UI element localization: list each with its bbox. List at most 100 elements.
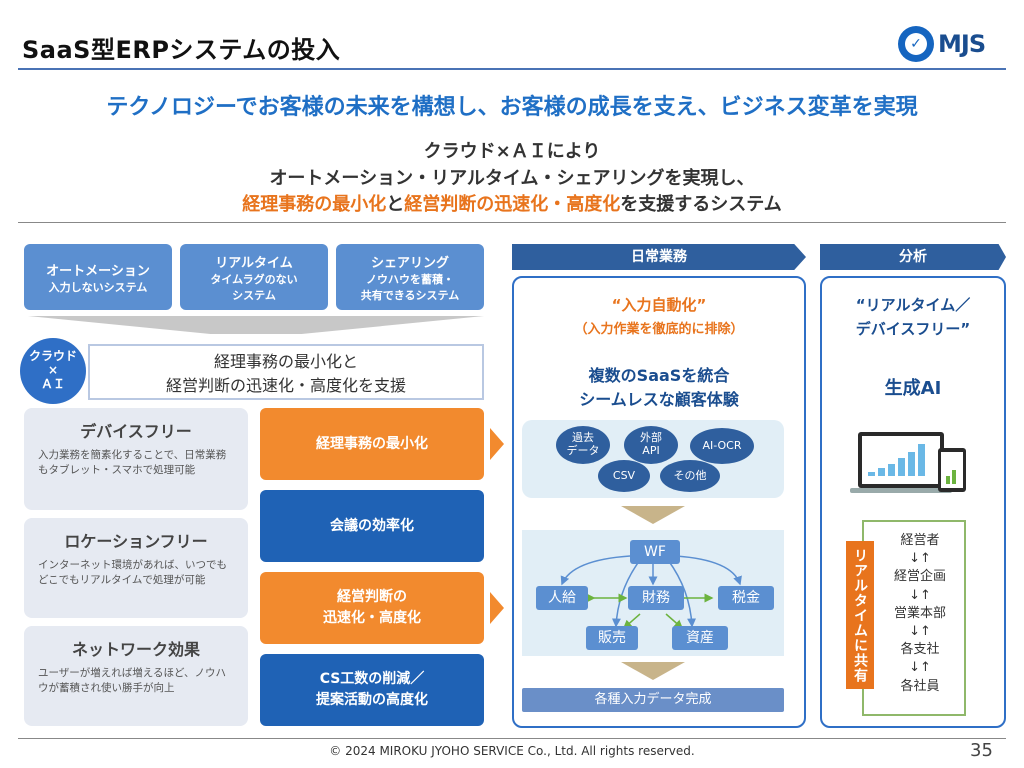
chip-text: 過去 xyxy=(572,431,594,445)
copyright: © 2024 MIROKU JYOHO SERVICE Co., Ltd. Al… xyxy=(329,744,695,758)
cloud-ai-l2: × xyxy=(47,363,59,378)
feature-device-free: デバイスフリー 入力業務を簡素化することで、日常業務もタブレット・スマホで処理可… xyxy=(24,408,248,510)
hierarchy-list: 経営者 ↓↑ 経営企画 ↓↑ 営業本部 ↓↑ 各支社 ↓↑ 各社員 xyxy=(880,532,960,696)
logo-mark-icon: ✓ xyxy=(898,26,934,62)
hierarchy-box xyxy=(862,520,966,716)
hierarchy-item: 各社員 xyxy=(900,678,940,694)
feature-heading: デバイスフリー xyxy=(80,422,192,441)
benefit-line: 経営判断の xyxy=(337,589,407,605)
pill-realtime-sub2: システム xyxy=(232,288,276,302)
benefit-line: 会議の効率化 xyxy=(330,517,414,534)
chip-text: CSV xyxy=(612,468,636,482)
pill-automation-title: オートメーション xyxy=(46,263,150,279)
hierarchy-item: 経営者 xyxy=(900,533,940,548)
feature-network-effect: ネットワーク効果 ユーザーが増えれば増えるほど、ノウハウが蓄積され使い勝手が向上 xyxy=(24,626,248,726)
feature-desc: ユーザーが増えれば増えるほど、ノウハウが蓄積され使い勝手が向上 xyxy=(38,667,226,695)
pill-realtime-sub1: タイムラグのない xyxy=(210,272,298,286)
arrow-right-icon xyxy=(490,592,504,624)
chip-text: API xyxy=(642,444,660,457)
hierarchy-arrows: ↓↑ xyxy=(909,551,931,567)
subtitle-line2: オートメーション・リアルタイム・シェアリングを実現し、 xyxy=(269,168,755,189)
down-arrow-icon xyxy=(621,506,685,524)
node-sales: 販売 xyxy=(586,626,638,650)
page-title: SaaS型ERPシステムの投入 xyxy=(22,36,341,64)
integ-line2: シームレスな顧客体験 xyxy=(579,390,739,409)
node-assets: 資産 xyxy=(672,626,728,650)
analysis-quote-l1: “リアルタイム／ xyxy=(855,296,971,314)
feature-desc: インターネット環境があれば、いつでもどこでもリアルタイムで処理が可能 xyxy=(38,559,227,587)
daily-quote-sub: （入力作業を徹底的に排除） xyxy=(574,322,744,337)
support-line1: 経理事務の最小化と xyxy=(213,352,358,371)
cloud-ai-l1: クラウド xyxy=(28,349,77,364)
feature-heading: ロケーションフリー xyxy=(64,532,208,551)
daily-quote: “入力自動化” xyxy=(611,296,707,314)
down-arrow-icon xyxy=(621,662,685,680)
cloud-ai-l3: ＡＩ xyxy=(40,376,65,391)
input-data-complete-bar: 各種入力データ完成 xyxy=(522,688,784,712)
chip-text: AI-OCR xyxy=(702,438,742,452)
chip-text: 外部 xyxy=(640,431,662,445)
tagline: テクノロジーでお客様の未来を構想し、お客様の成長を支え、ビジネス変革を実現 xyxy=(106,95,918,120)
hierarchy-item: 経営企画 xyxy=(893,569,946,585)
subtitle-end: を支援するシステム xyxy=(620,194,782,215)
feature-heading: ネットワーク効果 xyxy=(71,640,200,659)
chip-past-data: 過去データ xyxy=(556,426,610,464)
node-wf: WF xyxy=(630,540,680,564)
subtitle-line3: 経理事務の最小化と経営判断の迅速化・高度化を支援するシステム xyxy=(0,190,1024,216)
funnel-shape xyxy=(28,316,484,334)
analysis-quote-l2: デバイスフリー” xyxy=(855,320,971,338)
mjs-logo: ✓ MJS xyxy=(898,22,1004,66)
chip-other: その他 xyxy=(660,460,720,492)
benefit-meeting: 会議の効率化 xyxy=(260,490,484,562)
chip-ai-ocr: AI-OCR xyxy=(690,428,754,464)
section-divider xyxy=(18,222,1006,223)
cloud-ai-badge: クラウド × ＡＩ xyxy=(20,338,86,404)
realtime-share-tag: リアルタイムに共有 xyxy=(846,541,874,689)
hierarchy-arrows: ↓↑ xyxy=(909,660,931,676)
hierarchy-arrows: ↓↑ xyxy=(909,624,931,640)
hierarchy-item: 各支社 xyxy=(900,642,940,658)
subtitle-line1: クラウド×ＡＩにより xyxy=(423,141,601,162)
support-line2: 経営判断の迅速化・高度化を支援 xyxy=(165,376,406,395)
support-box: 経理事務の最小化と 経営判断の迅速化・高度化を支援 xyxy=(88,344,484,400)
subtitle-highlight-a: 経理事務の最小化 xyxy=(242,194,387,215)
generative-ai-label: 生成AI xyxy=(884,378,942,399)
footer-divider xyxy=(18,738,1006,739)
pill-sharing-sub2: 共有できるシステム xyxy=(360,288,460,302)
subtitle-mid: と xyxy=(386,194,405,215)
pill-automation: オートメーション 入力しないシステム xyxy=(24,244,172,310)
pill-sharing-sub1: ノウハウを蓄積・ xyxy=(366,272,454,286)
benefit-line: 経理事務の最小化 xyxy=(316,435,428,452)
integ-line1: 複数のSaaSを統合 xyxy=(588,366,730,385)
node-tax: 税金 xyxy=(718,586,774,610)
pill-automation-sub: 入力しないシステム xyxy=(48,280,148,294)
benefit-cs: CS工数の削減／ 提案活動の高度化 xyxy=(260,654,484,726)
daily-banner: 日常業務 xyxy=(512,244,806,270)
chip-text: データ xyxy=(566,444,600,457)
page-number: 35 xyxy=(970,740,993,761)
hierarchy-item: 営業本部 xyxy=(893,605,946,621)
benefit-line: CS工数の削減／ xyxy=(319,671,425,687)
feature-desc: 入力業務を簡素化することで、日常業務もタブレット・スマホで処理可能 xyxy=(38,449,227,477)
feature-location-free: ロケーションフリー インターネット環境があれば、いつでもどこでもリアルタイムで処… xyxy=(24,518,248,618)
logo-text: MJS xyxy=(938,30,986,58)
pill-sharing-title: シェアリング xyxy=(370,255,449,271)
benefit-decision: 経営判断の 迅速化・高度化 xyxy=(260,572,484,644)
node-payroll: 人給 xyxy=(536,586,588,610)
devices-chart-icon xyxy=(850,432,966,493)
benefit-line: 迅速化・高度化 xyxy=(323,610,421,626)
pill-realtime-title: リアルタイム xyxy=(215,255,293,271)
arrow-right-icon xyxy=(490,428,504,460)
chip-text: その他 xyxy=(673,468,707,482)
header-divider xyxy=(18,68,1006,70)
analysis-banner: 分析 xyxy=(820,244,1006,270)
node-finance: 財務 xyxy=(628,586,684,610)
subtitle-highlight-b: 経営判断の迅速化・高度化 xyxy=(404,194,621,215)
chip-csv: CSV xyxy=(598,460,650,492)
benefit-minimize: 経理事務の最小化 xyxy=(260,408,484,480)
daily-panel xyxy=(512,276,806,728)
pill-realtime: リアルタイム タイムラグのない システム xyxy=(180,244,328,310)
benefit-line: 提案活動の高度化 xyxy=(316,692,428,708)
